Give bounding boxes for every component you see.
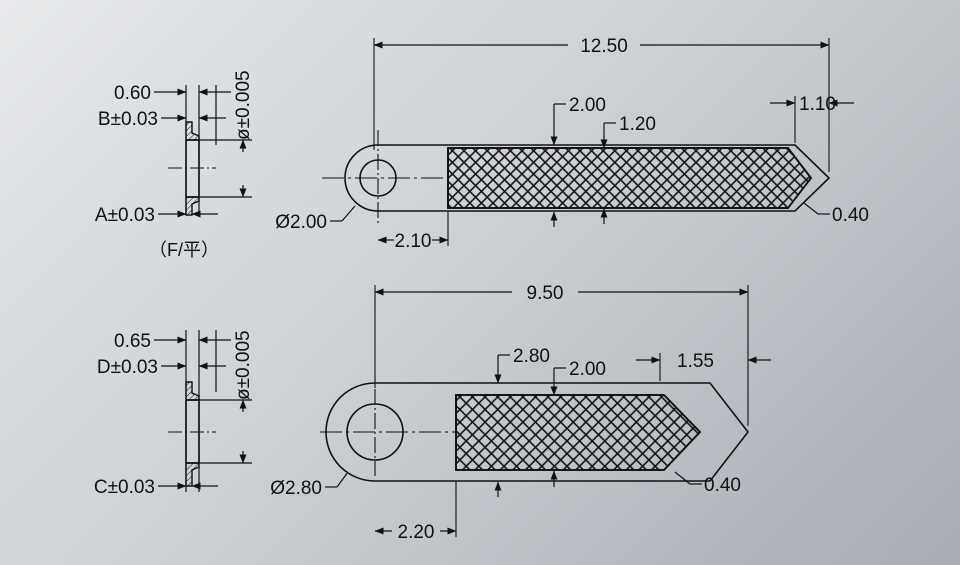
label-lower-overall: 9.50 [527, 283, 564, 304]
label-upper-dia-tol: ø±0.005 [233, 70, 254, 140]
label-lower-offset: 2.20 [398, 522, 435, 543]
lower-plan-view [320, 285, 771, 537]
label-lower-body-height: 2.80 [513, 346, 550, 367]
lower-side-section-view [154, 330, 252, 492]
label-upper-body-height: 2.00 [569, 95, 606, 116]
label-lower-C: C±0.03 [94, 477, 155, 498]
caption-upper-view: （F/平） [149, 240, 219, 260]
label-lower-dia-tol: ø±0.005 [233, 330, 254, 400]
upper-plan-view [322, 38, 854, 246]
label-upper-A: A±0.03 [95, 205, 155, 226]
label-upper-0-60: 0.60 [114, 83, 151, 104]
label-lower-hole-dia: Ø2.80 [270, 478, 322, 499]
label-lower-tip: 1.55 [677, 351, 714, 372]
label-upper-tip: 1.10 [799, 94, 836, 115]
upper-side-section-view [154, 85, 252, 218]
label-upper-hole-dia: Ø2.00 [275, 212, 327, 233]
label-upper-B: B±0.03 [98, 109, 158, 130]
label-lower-chamfer: 0.40 [704, 475, 741, 496]
label-lower-D: D±0.03 [97, 357, 158, 378]
label-upper-knurl-height: 1.20 [619, 114, 656, 135]
label-lower-0-65: 0.65 [114, 331, 151, 352]
label-lower-knurl-height: 2.00 [569, 359, 606, 380]
label-upper-overall: 12.50 [580, 36, 628, 57]
label-upper-offset: 2.10 [395, 231, 432, 252]
label-upper-chamfer: 0.40 [832, 205, 869, 226]
